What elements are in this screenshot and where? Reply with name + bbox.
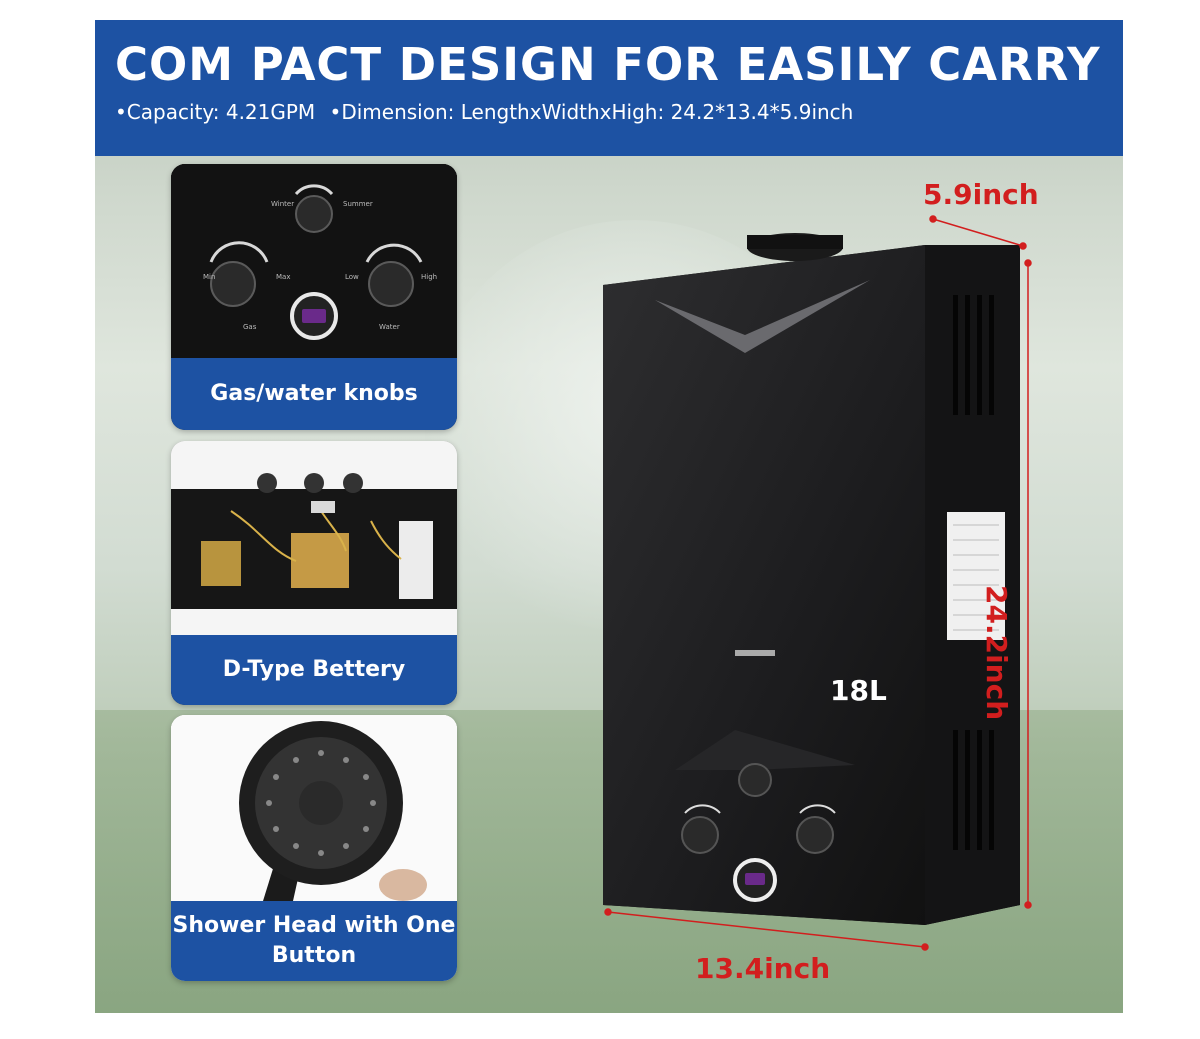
svg-text:Gas: Gas bbox=[243, 323, 257, 331]
dimension-lines bbox=[604, 215, 1032, 951]
water-heater-unit bbox=[603, 233, 1020, 925]
feature-card-battery: D-Type Bettery bbox=[171, 441, 457, 705]
width-label: 13.4inch bbox=[695, 952, 831, 985]
svg-text:Water: Water bbox=[379, 323, 400, 331]
caption-shower: Shower Head with One Button bbox=[171, 901, 457, 981]
shower-head-photo bbox=[171, 715, 457, 901]
svg-text:Low: Low bbox=[345, 273, 359, 281]
height-label: 24.2inch bbox=[980, 585, 1013, 721]
svg-text:Min: Min bbox=[203, 273, 215, 281]
feature-card-shower: Shower Head with One Button bbox=[171, 715, 457, 981]
capacity-badge: 18L bbox=[830, 674, 887, 707]
product-infographic: COM PACT DESIGN FOR EASILY CARRY •Capaci… bbox=[95, 20, 1123, 1013]
spec-line: •Capacity: 4.21GPM •Dimension: LengthxWi… bbox=[115, 100, 861, 124]
svg-text:Summer: Summer bbox=[343, 200, 373, 208]
internal-components-photo bbox=[171, 441, 457, 635]
feature-card-knobs: Winter Summer Min Max Low High Gas Water Gas… bbox=[171, 164, 457, 430]
headline: COM PACT DESIGN FOR EASILY CARRY bbox=[115, 38, 1101, 91]
svg-text:Max: Max bbox=[276, 273, 290, 281]
capacity-spec: •Capacity: 4.21GPM bbox=[115, 100, 316, 124]
dimension-spec: •Dimension: LengthxWidthxHigh: 24.2*13.4… bbox=[329, 100, 854, 124]
caption-knobs: Gas/water knobs bbox=[171, 358, 457, 430]
header-banner: COM PACT DESIGN FOR EASILY CARRY •Capaci… bbox=[95, 20, 1123, 156]
control-knobs-photo: Winter Summer Min Max Low High Gas Water bbox=[171, 164, 457, 358]
caption-battery: D-Type Bettery bbox=[171, 635, 457, 705]
svg-text:Winter: Winter bbox=[271, 200, 294, 208]
depth-label: 5.9inch bbox=[923, 178, 1039, 211]
svg-text:High: High bbox=[421, 273, 437, 281]
